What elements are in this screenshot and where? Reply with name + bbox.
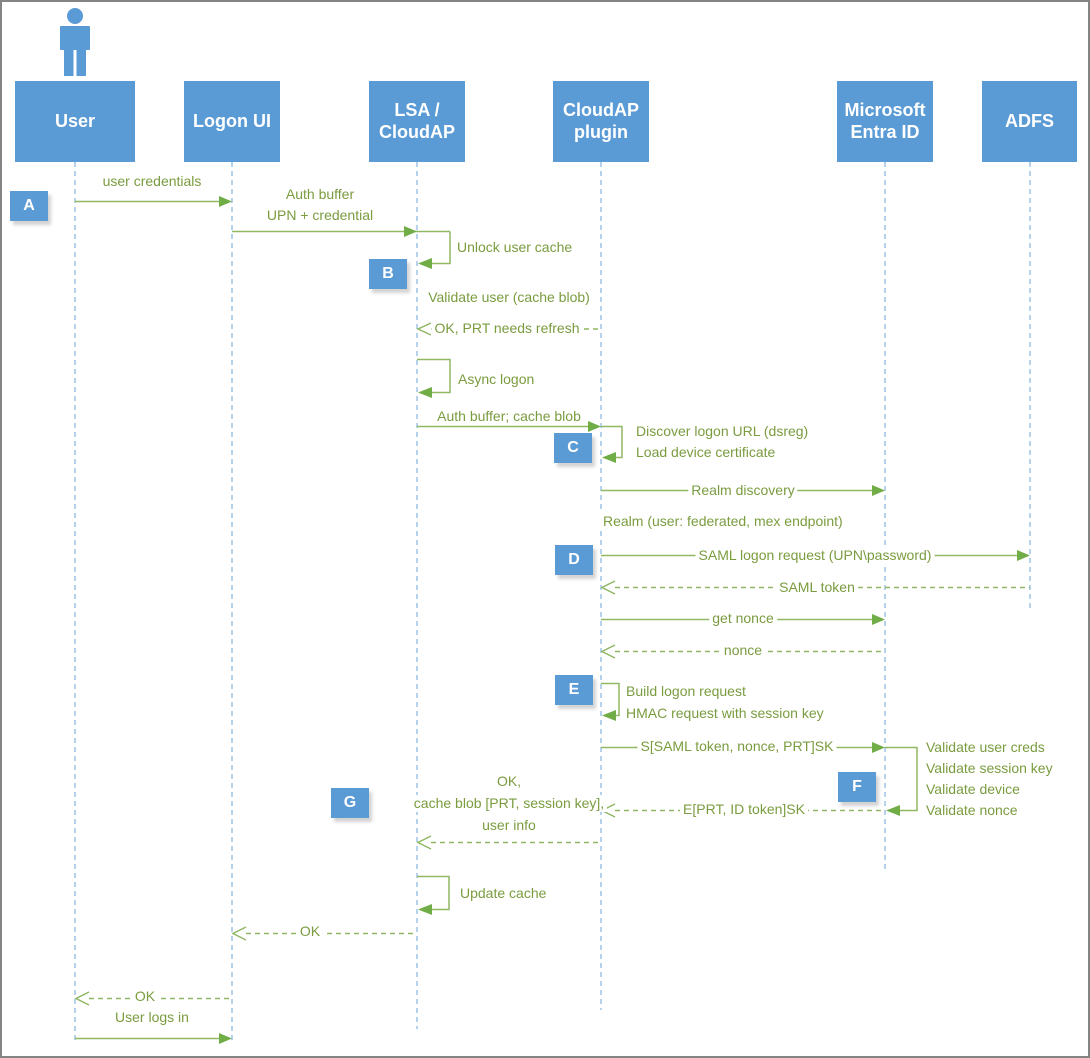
label-load-cert: Load device certificate	[633, 444, 779, 461]
marker-a: A	[10, 191, 48, 221]
label-ok-result-1: OK,	[493, 773, 525, 790]
label-validate-device: Validate device	[923, 781, 1023, 798]
marker-e: E	[555, 675, 593, 705]
label-ok-result-3: user info	[479, 817, 539, 834]
label-saml-token: SAML token	[776, 579, 858, 596]
marker-b: B	[369, 259, 407, 289]
label-auth-buffer-blob: Auth buffer; cache blob	[434, 408, 584, 425]
label-s-saml: S[SAML token, nonce, PRT]SK	[637, 738, 837, 755]
label-validate-session: Validate session key	[923, 760, 1056, 777]
actor-lsa-cloudap: LSA / CloudAP	[369, 81, 465, 162]
arrow-auth-buffer	[232, 226, 451, 269]
arrow-update-cache	[417, 875, 450, 915]
label-validate-user: Validate user (cache blob)	[425, 289, 593, 306]
label-realm-discovery: Realm discovery	[688, 482, 798, 499]
arrow-auth-buffer-blob	[417, 421, 601, 432]
label-build-request: Build logon request	[623, 683, 749, 700]
label-ok-to-user: OK	[131, 988, 159, 1005]
arrow-build-hmac	[601, 682, 620, 721]
actor-logon-ui: Logon UI	[184, 81, 280, 162]
arrow-ok-to-logonui	[231, 926, 417, 941]
label-upn-credential: UPN + credential	[263, 207, 377, 224]
label-unlock-cache: Unlock user cache	[454, 239, 576, 256]
arrow-discover-load	[601, 425, 623, 463]
arrow-cache-blob-return	[416, 835, 601, 850]
label-validate-creds: Validate user creds	[923, 739, 1048, 756]
label-nonce: nonce	[720, 642, 766, 659]
label-saml-request: SAML logon request (UPN\password)	[695, 547, 935, 564]
label-validate-nonce: Validate nonce	[923, 802, 1021, 819]
arrow-user-logs-in	[75, 1033, 232, 1044]
label-update-cache: Update cache	[457, 885, 550, 902]
marker-d: D	[555, 545, 593, 575]
label-ok-result-2: cache blob [PRT, session key],	[410, 795, 608, 812]
label-hmac-request: HMAC request with session key	[623, 705, 827, 722]
label-get-nonce: get nonce	[709, 610, 777, 627]
arrow-user-credentials	[75, 196, 232, 207]
arrow-async-logon	[417, 358, 451, 398]
label-ok-to-logonui: OK	[296, 923, 324, 940]
lifelines	[74, 162, 1031, 1042]
label-discover-url: Discover logon URL (dsreg)	[633, 423, 812, 440]
actor-cloudap-plugin: CloudAP plugin	[553, 81, 649, 162]
label-e-prt: E[PRT, ID token]SK	[680, 801, 808, 818]
person-icon	[60, 8, 90, 76]
arrow-ok-to-user	[74, 991, 232, 1006]
actor-adfs: ADFS	[982, 81, 1077, 162]
label-user-logs-in: User logs in	[112, 1009, 192, 1026]
label-auth-buffer: Auth buffer	[282, 186, 358, 203]
actor-user: User	[15, 81, 135, 162]
marker-f: F	[838, 772, 876, 802]
label-user-credentials: user credentials	[99, 173, 205, 190]
label-ok-prt: OK, PRT needs refresh	[431, 320, 583, 337]
marker-g: G	[331, 788, 369, 818]
label-realm-response: Realm (user: federated, mex endpoint)	[600, 513, 846, 530]
label-async-logon: Async logon	[455, 371, 538, 388]
marker-c: C	[554, 433, 592, 463]
actor-entra-id: Microsoft Entra ID	[837, 81, 933, 162]
